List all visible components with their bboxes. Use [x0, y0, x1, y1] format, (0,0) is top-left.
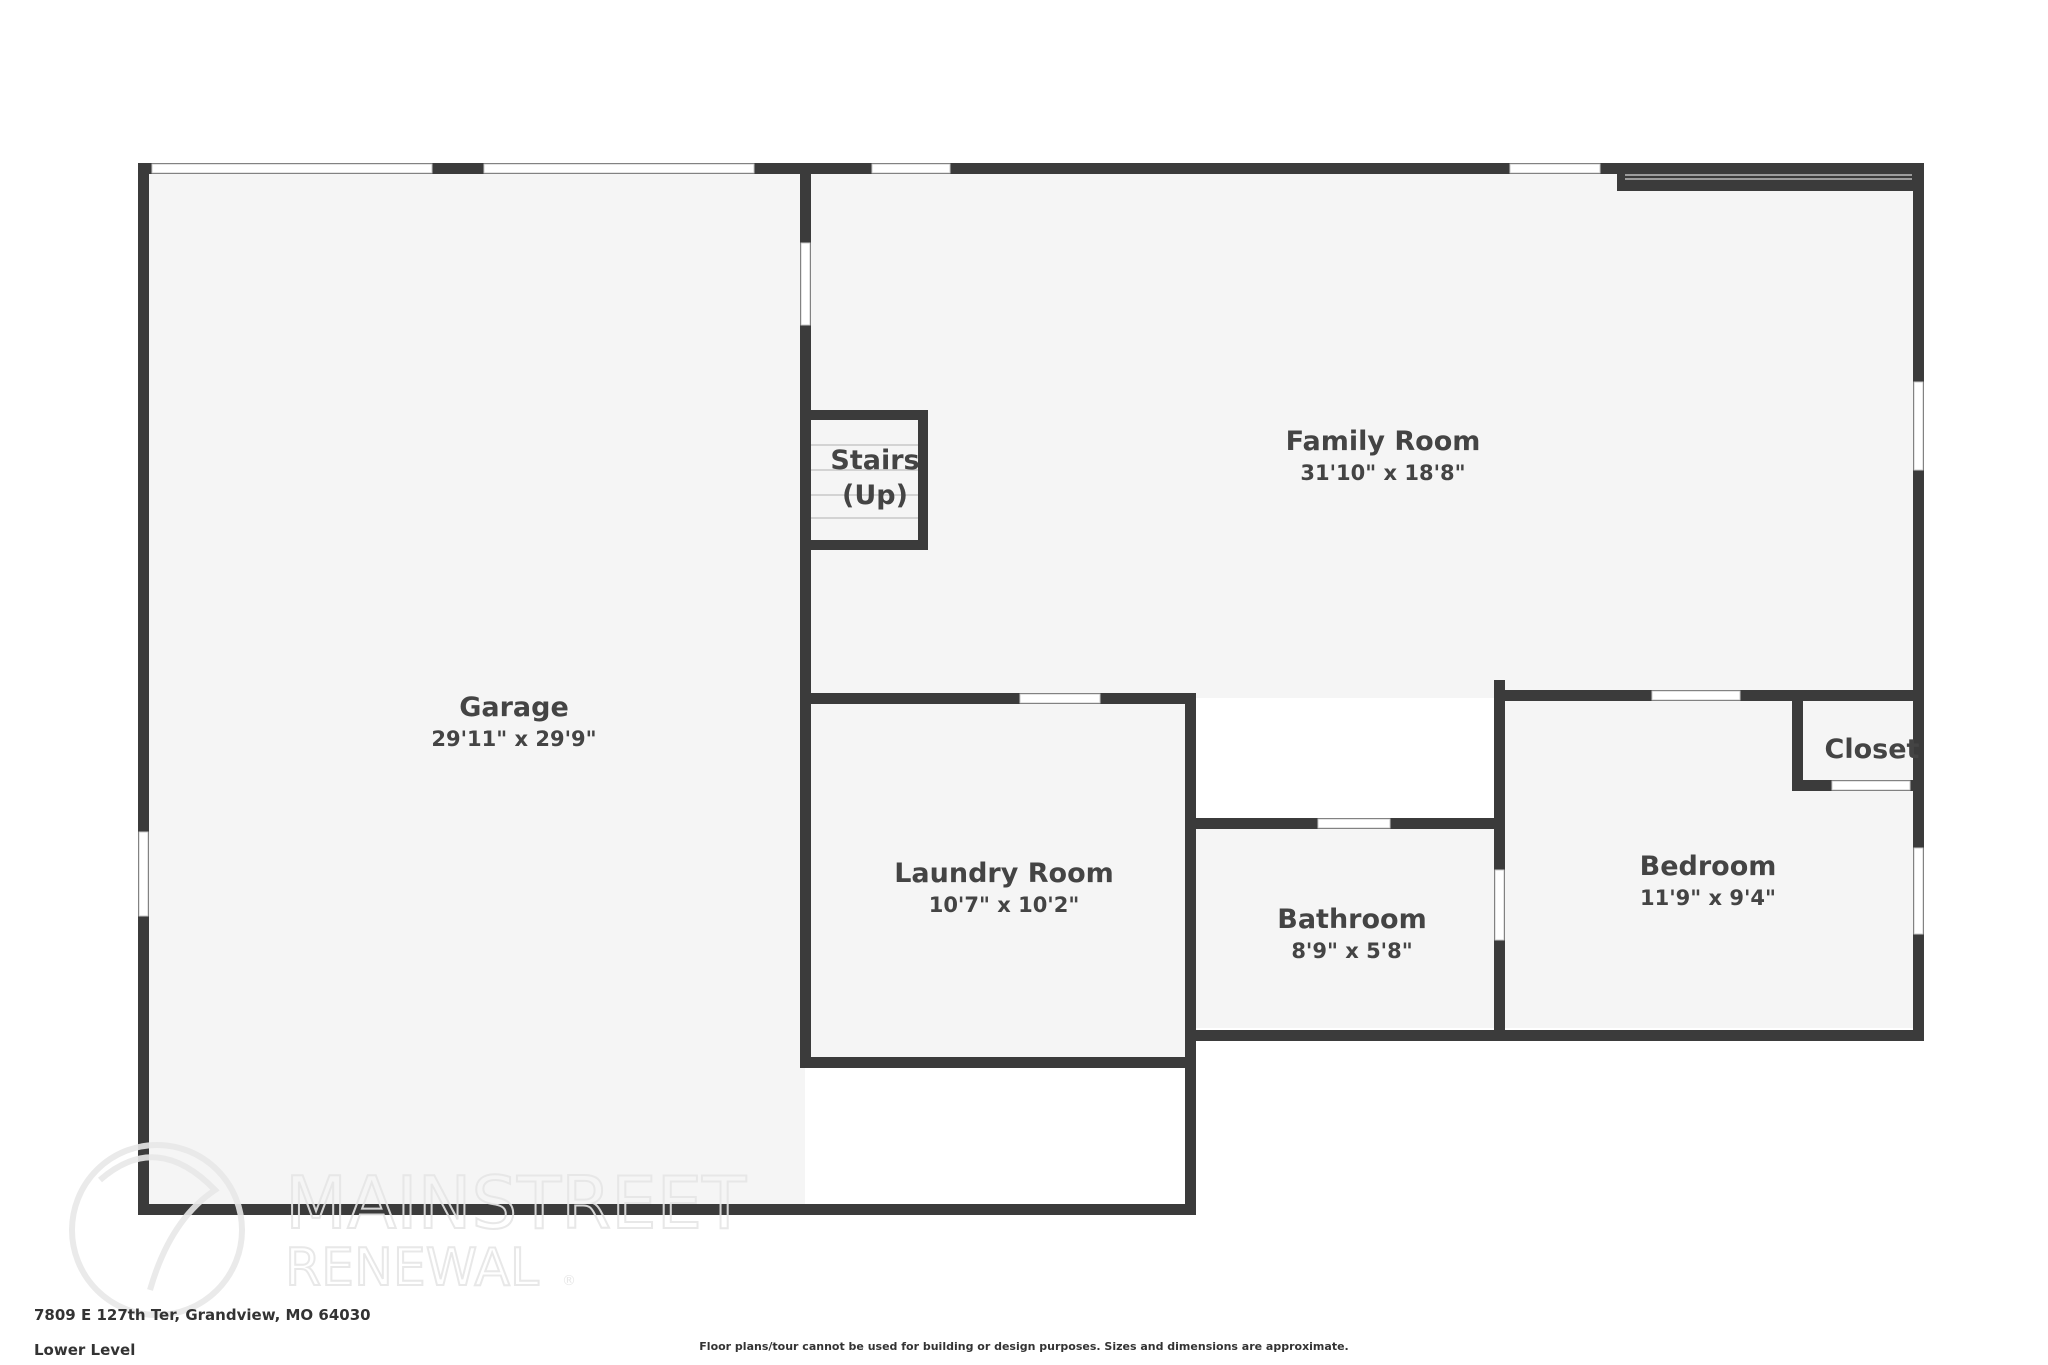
- garage-wall-right-lower: [1185, 1061, 1196, 1215]
- floor-fills: [145, 168, 1915, 1208]
- bedroom-door: [1651, 690, 1741, 701]
- closet-name: Closet: [1825, 734, 1920, 765]
- stairs-treads: [811, 420, 918, 540]
- closet-wall-left: [1792, 690, 1803, 791]
- stairs-wall-bottom: [800, 540, 928, 550]
- bathroom-floor: [1188, 828, 1500, 1028]
- garage-top-window-2: [483, 163, 755, 174]
- bath-bed-divider: [1494, 680, 1505, 1035]
- disclaimer: Floor plans/tour cannot be used for buil…: [699, 1340, 1349, 1353]
- closet-door: [1831, 780, 1911, 791]
- watermark-line1: MAINSTREET: [285, 1161, 747, 1245]
- laundry-room-dims: 10'7" x 10'2": [929, 893, 1080, 917]
- garage-floor: [145, 168, 805, 1208]
- family-room-name: Family Room: [1286, 426, 1481, 457]
- watermark-logo-swirl: [98, 1154, 220, 1291]
- bathroom-name: Bathroom: [1277, 904, 1426, 935]
- bedroom-floor: [1500, 698, 1915, 1028]
- family-top-window-1: [871, 163, 951, 174]
- watermark-line2: RENEWAL: [285, 1238, 539, 1298]
- laundry-wall-right: [1185, 693, 1196, 1068]
- outer-wall-bottom-garage: [138, 1204, 1196, 1215]
- laundry-room-floor: [805, 698, 1188, 1063]
- outer-wall-right: [1913, 163, 1924, 1041]
- stairs-wall-right: [918, 410, 928, 550]
- laundry-wall-top: [800, 693, 1196, 704]
- watermark-logo-icon: [69, 1142, 245, 1318]
- family-top-window-2: [1509, 163, 1601, 174]
- family-room-floor: [805, 168, 1915, 698]
- shelf-hatch: [1625, 174, 1912, 180]
- family-room-dims: 31'10" x 18'8": [1300, 461, 1465, 485]
- garage-top-window-1: [151, 163, 433, 174]
- windows: [138, 163, 1924, 941]
- stairs-label-line1: Stairs: [830, 445, 919, 476]
- bedroom-dims: 11'9" x 9'4": [1640, 886, 1776, 910]
- stairs-label-line2: (Up): [842, 480, 908, 511]
- laundry-door: [1019, 693, 1101, 704]
- bathroom-dims: 8'9" x 5'8": [1291, 939, 1412, 963]
- garage-family-divider: [800, 163, 811, 1068]
- stairs-floor: [811, 420, 918, 540]
- garage-left-window: [138, 831, 149, 917]
- family-garage-opening: [800, 242, 811, 326]
- bedroom-right-window: [1913, 847, 1924, 935]
- bath-bed-opening: [1494, 869, 1505, 941]
- watermark: MAINSTREET RENEWAL ®: [69, 1142, 748, 1318]
- outer-wall-top: [138, 163, 1924, 174]
- garage-name: Garage: [459, 692, 569, 723]
- garage-dims: 29'11" x 29'9": [431, 727, 596, 751]
- watermark-mark: ®: [562, 1273, 576, 1289]
- bedroom-name: Bedroom: [1640, 851, 1777, 882]
- outer-wall-bottom-right: [1185, 1030, 1924, 1041]
- room-labels: Garage 29'11" x 29'9" Family Room 31'10"…: [431, 426, 1919, 963]
- property-address: 7809 E 127th Ter, Grandview, MO 64030: [34, 1306, 371, 1324]
- bathroom-door: [1317, 818, 1391, 829]
- laundry-room-name: Laundry Room: [894, 858, 1114, 889]
- family-right-window: [1913, 381, 1924, 471]
- outer-wall-left: [138, 163, 149, 1215]
- level-label: Lower Level: [34, 1341, 136, 1359]
- stairs-wall-top: [800, 410, 928, 420]
- laundry-wall-bottom: [800, 1057, 1196, 1068]
- top-right-shelf-wall: [1617, 163, 1924, 191]
